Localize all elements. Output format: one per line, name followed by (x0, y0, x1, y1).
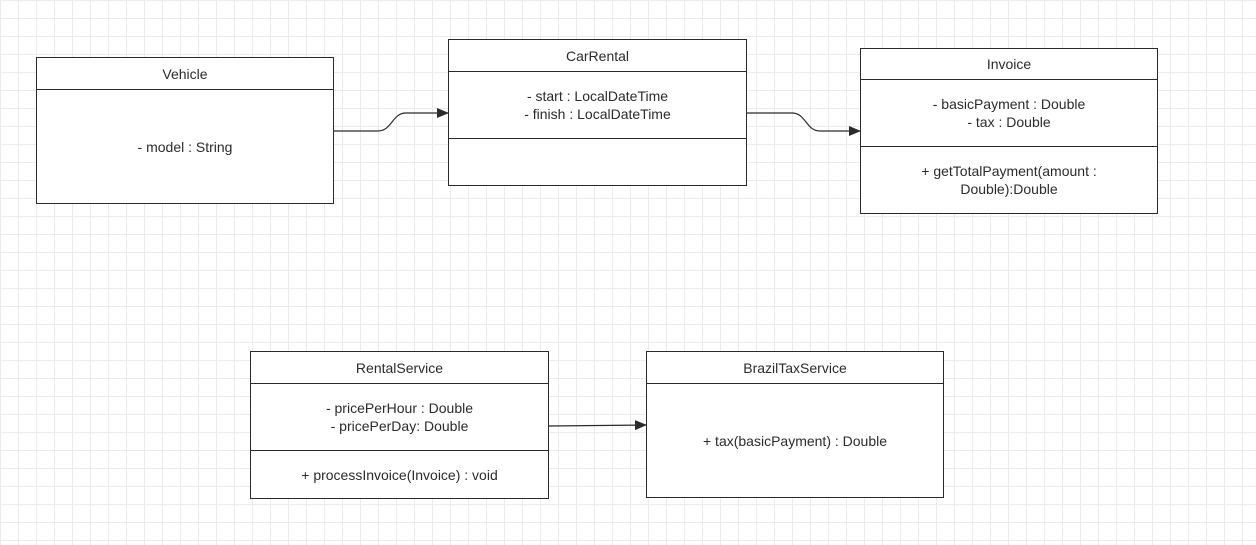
class-vehicle[interactable]: Vehicle - model : String (36, 57, 334, 204)
attributes-compartment: - pricePerHour : Double - pricePerDay: D… (251, 384, 548, 450)
method: + processInvoice(Invoice) : void (301, 466, 498, 483)
class-name: Invoice (861, 49, 1157, 80)
class-name: RentalService (251, 352, 548, 384)
attribute: - tax : Double (967, 114, 1051, 130)
arrow-carrental-to-invoice[interactable] (746, 112, 861, 136)
class-name-text: Invoice (986, 56, 1032, 72)
class-name: CarRental (449, 40, 746, 72)
class-name-text: CarRental (565, 47, 630, 64)
attribute: - finish : LocalDateTime (524, 106, 671, 122)
methods-compartment: + processInvoice(Invoice) : void (251, 450, 548, 498)
class-braziltaxservice[interactable]: BrazilTaxService + tax(basicPayment) : D… (646, 351, 944, 498)
class-name-text: RentalService (355, 359, 444, 376)
method: + tax(basicPayment) : Double (702, 432, 888, 449)
class-name-text: BrazilTaxService (743, 359, 847, 376)
method: Double):Double (960, 181, 1058, 197)
arrow-vehicle-to-carrental[interactable] (333, 108, 449, 132)
class-carrental[interactable]: CarRental - start : LocalDateTime - fini… (448, 39, 747, 186)
attributes-compartment: - basicPayment : Double - tax : Double (861, 80, 1157, 146)
class-invoice[interactable]: Invoice - basicPayment : Double - tax : … (860, 48, 1158, 214)
class-name: Vehicle (37, 58, 333, 90)
attribute: - basicPayment : Double (932, 96, 1086, 112)
attribute: - start : LocalDateTime (526, 88, 669, 104)
attribute: - pricePerDay: Double (330, 418, 469, 434)
class-name: BrazilTaxService (647, 352, 943, 384)
attributes-compartment: - start : LocalDateTime - finish : Local… (449, 72, 746, 138)
class-rentalservice[interactable]: RentalService - pricePerHour : Double - … (250, 351, 549, 499)
class-name-text: Vehicle (162, 65, 208, 82)
attribute: - pricePerHour : Double (325, 400, 474, 416)
methods-compartment (449, 138, 746, 185)
attributes-compartment: - model : String (37, 90, 333, 203)
arrow-rentalservice-to-braziltaxservice[interactable] (548, 420, 647, 431)
methods-compartment: + tax(basicPayment) : Double (647, 384, 943, 497)
methods-compartment: + getTotalPayment(amount : Double):Doubl… (861, 146, 1157, 213)
attribute: - model : String (137, 138, 233, 155)
method: + getTotalPayment(amount : (921, 163, 1097, 179)
